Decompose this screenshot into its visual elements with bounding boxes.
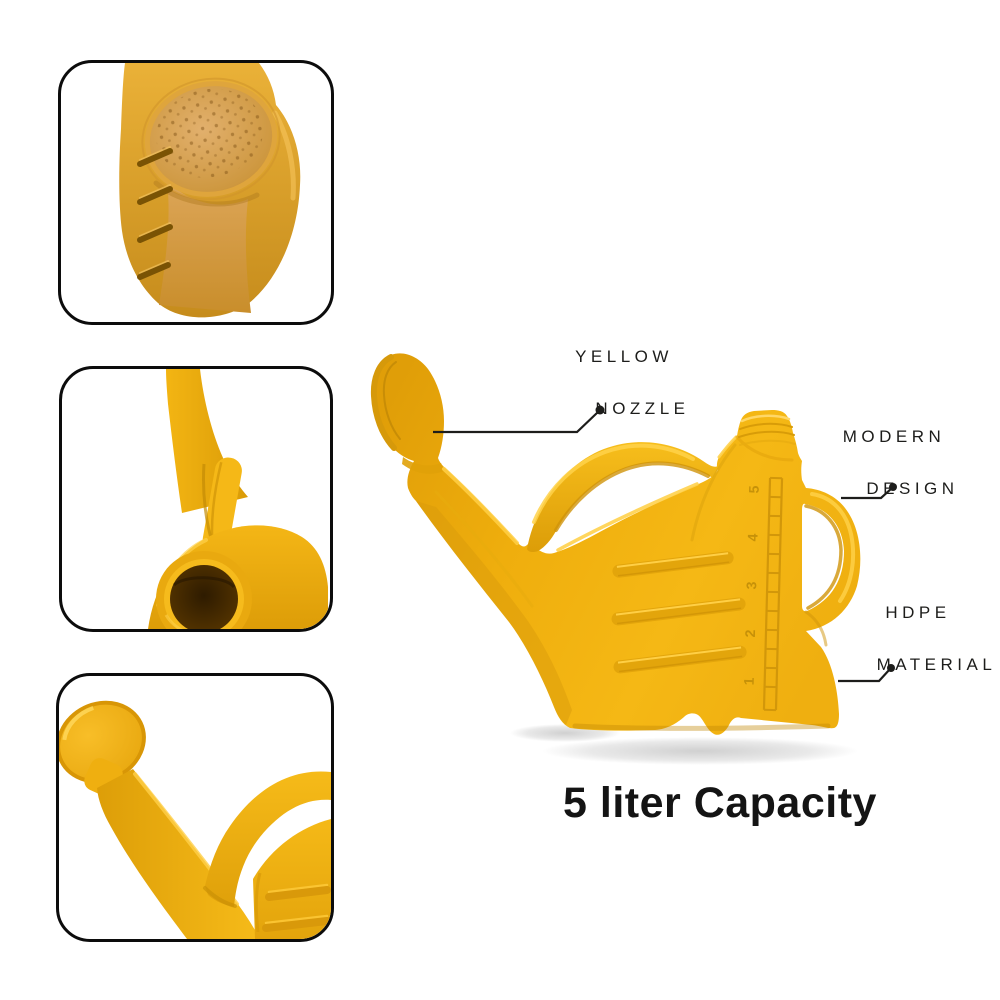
body-corner-crease [254,872,262,933]
front-handle-arc [205,771,331,907]
yellow-nozzle-line1: YELLOW [575,347,673,366]
spout-cone [159,181,251,313]
hdpe-material-line1: HDPE [885,603,951,622]
ground-shadow-spout [510,724,620,742]
scale-mark-5: 5 [746,485,762,493]
front-handle [527,442,721,553]
scale-mark-1: 1 [741,677,757,685]
thumbnail-spout-handle-closeup [56,673,334,942]
opening-closeup-illustration [148,369,328,629]
nozzle-closeup-illustration [119,63,301,318]
thumbnail-nozzle-closeup [58,60,334,325]
scale-numbers: 5 4 3 2 1 [741,485,762,685]
spout-handle-closeup-illustration [59,700,331,939]
handle-junction-shade [203,886,237,908]
ground-shadow [542,737,858,765]
callout-label-yellow-nozzle: YELLOW NOZZLE [514,344,734,422]
modern-design-line1: MODERN [842,427,946,446]
body-highlight [272,110,296,201]
scale-mark-3: 3 [743,581,759,589]
rear-handle-hole [802,503,844,612]
callout-label-modern-design: MODERN DESIGN [784,424,1000,502]
grip-slots [137,146,173,280]
finger-grooves [611,551,747,674]
filling-opening [156,551,252,629]
scale-mark-4: 4 [744,533,760,541]
sprinkler-rose [141,77,281,201]
body-grooves [262,883,331,932]
yellow-nozzle-line2: NOZZLE [595,399,690,418]
body-corner [253,819,331,939]
scale-mark-2: 2 [742,629,758,637]
callout-label-hdpe-material: HDPE MATERIAL [808,600,1000,678]
thumbnail-opening-closeup [59,366,333,632]
capacity-caption: 5 liter Capacity [563,779,877,827]
hdpe-material-line2: MATERIAL [876,655,997,674]
measuring-scale: 5 4 3 2 1 [741,476,784,712]
modern-design-line2: DESIGN [866,479,959,498]
